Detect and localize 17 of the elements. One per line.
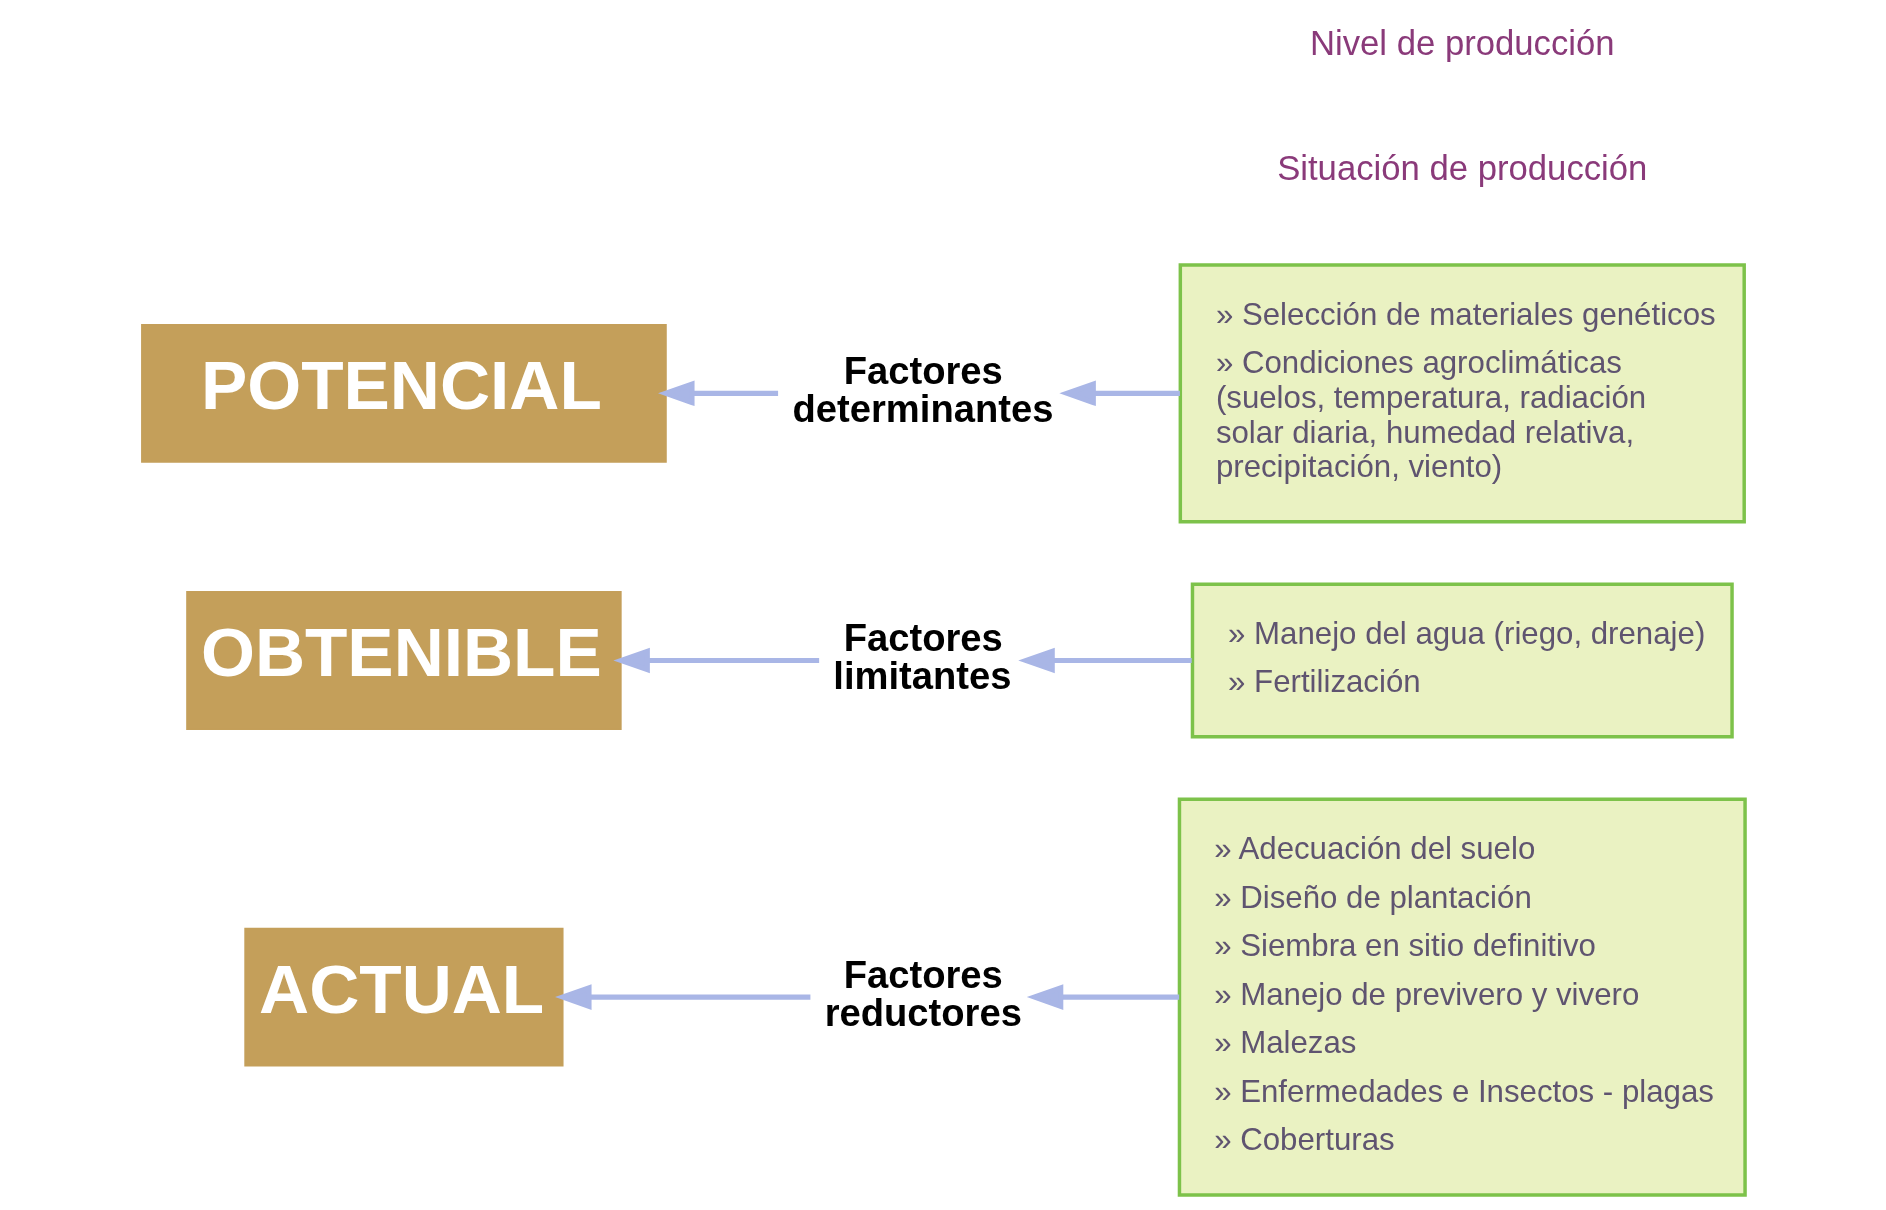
node-text: Factores reductores	[824, 952, 1022, 1034]
node-box: ACTUAL	[243, 927, 564, 1067]
node-box: » Selección de materiales genéticos » Condiciones agroclimáticas (suelos, temperatura, radiación solar diaria, humedad relativa, precipitación, viento)	[1178, 263, 1746, 524]
arrow	[657, 380, 778, 407]
arrow	[554, 984, 810, 1010]
label: Nivel de producción	[1309, 24, 1615, 63]
node-text: Factores determinantes	[792, 348, 1053, 431]
arrow	[1058, 380, 1180, 407]
label: Situación de producción	[1276, 148, 1647, 187]
node-box: POTENCIAL	[140, 323, 667, 463]
arrow	[612, 647, 819, 674]
arrow	[1026, 984, 1179, 1010]
node-text: Factores limitantes	[832, 616, 1011, 698]
node-box: OBTENIBLE	[185, 591, 622, 730]
node-box: » Adecuación del suelo » Diseño de plantación » Siembra en sitio definitivo » Manejo de previvero y vivero » Malezas » Enfermedades e Insectos - plagas » Coberturas	[1177, 797, 1747, 1197]
arrow	[1017, 647, 1192, 674]
node-box: » Manejo del agua (riego, drenaje) » Fertilización	[1190, 582, 1734, 739]
